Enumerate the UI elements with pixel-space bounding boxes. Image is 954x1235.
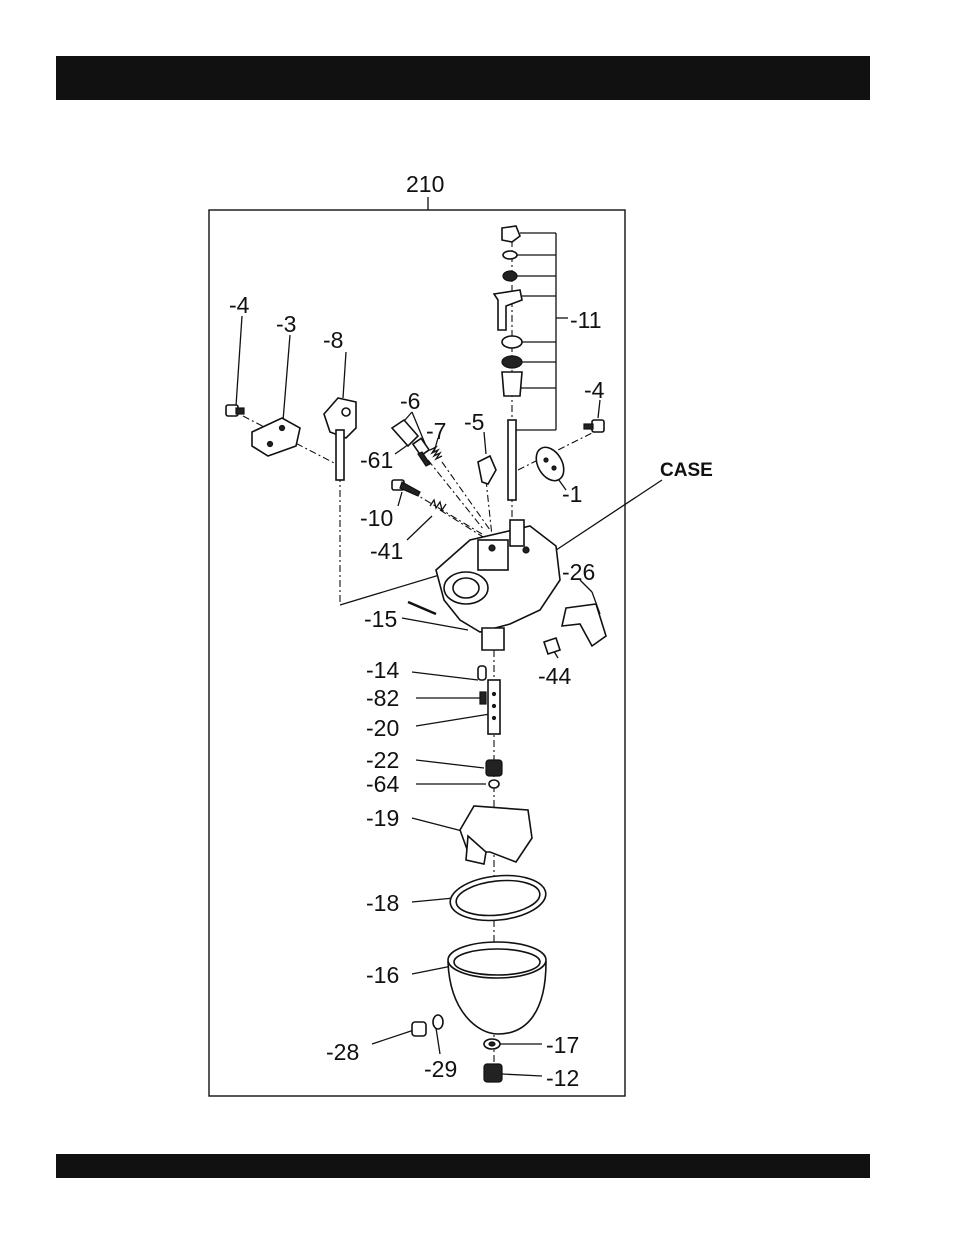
label-part-7: -7 [426,418,446,444]
carburetor-case [436,520,560,650]
part-7-spring [430,447,442,459]
part-26-hose [562,604,606,646]
part-29-washer [433,1015,443,1029]
label-part-1: -1 [562,481,582,507]
part-22-main-jet [486,760,502,776]
part-18-gasket [448,871,548,925]
label-part-82: -82 [366,685,399,711]
part-20-nozzle [488,680,500,734]
part-28-drain-screw [412,1022,426,1036]
label-part-29: -29 [424,1056,457,1082]
label-part-18: -18 [366,890,399,916]
label-part-41: -41 [370,538,403,564]
part-82-clip [480,692,486,704]
label-part-28: -28 [326,1039,359,1065]
part-8-choke-shaft [324,398,356,480]
part-61-cap [392,420,418,446]
label-part-44: -44 [538,663,571,689]
part-14-needle [478,666,486,680]
label-part-22: -22 [366,747,399,773]
assembly-number-label: 210 [406,171,444,197]
label-part-61: -61 [360,447,393,473]
label-part-4-left: -4 [229,292,250,318]
part-15-pin [408,602,436,614]
part-16-float-bowl [448,942,546,1034]
part-4-screw-right [584,420,604,432]
part-19-float [460,806,532,864]
label-part-12: -12 [546,1065,579,1091]
label-part-6: -6 [400,388,420,414]
label-part-19: -19 [366,805,399,831]
part-4-screw-left [226,405,244,416]
part-41-spring [430,500,446,510]
part-1-throttle-plate [531,442,570,485]
label-part-11: -11 [570,307,602,333]
part-10-screw [392,480,420,496]
part-3-plate [252,418,300,456]
label-part-20: -20 [366,715,399,741]
label-case: CASE [660,460,713,481]
part-17-washer [484,1039,500,1049]
label-part-3: -3 [276,311,296,337]
part-5-jet [478,456,496,484]
label-part-10: -10 [360,505,393,531]
label-part-8: -8 [323,327,343,353]
label-part-5: -5 [464,409,484,435]
label-part-14: -14 [366,657,399,683]
part-64-washer [489,780,499,788]
label-part-26: -26 [562,559,595,585]
label-part-64: -64 [366,771,399,797]
footer-bar [56,1154,870,1178]
label-part-4-right: -4 [584,377,605,403]
label-part-15: -15 [364,606,397,632]
part-44-plug [544,638,560,654]
part-12-bolt [484,1064,502,1082]
assembly-axes [243,240,598,1062]
diagram-frame [209,210,625,1096]
part-11-throttle-stack [494,226,522,500]
label-part-17: -17 [546,1032,579,1058]
leader-lines [236,233,662,1076]
label-part-16: -16 [366,962,399,988]
